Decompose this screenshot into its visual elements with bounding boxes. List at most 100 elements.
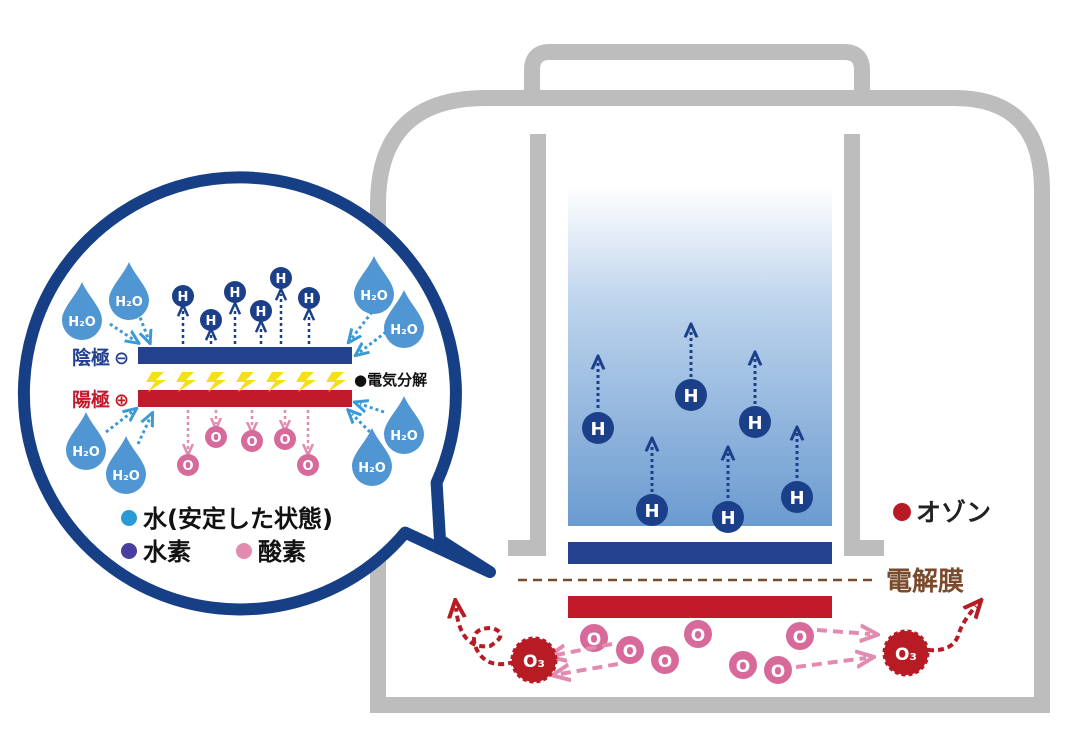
svg-text:O: O [279,433,290,448]
svg-text:O₃: O₃ [895,645,917,665]
water-drop: H₂O [109,262,149,320]
svg-text:H: H [256,305,267,320]
tank-h-atom: H [636,494,668,526]
callout-h-atom: H [200,309,222,331]
device-o-atom: O [762,654,794,686]
water-drop: H₂O [106,436,146,494]
electrolysis-sparks [146,372,346,392]
svg-text:H: H [747,413,762,434]
svg-text:H₂O: H₂O [360,289,388,304]
ozone-molecule-left: O₃ [510,636,558,684]
callout-cathode-plate [138,347,352,364]
svg-text:H: H [590,419,605,440]
svg-text:O₃: O₃ [523,652,545,672]
ozone-label: オゾン [916,498,991,527]
callout-o-atom: O [274,428,296,450]
ozone-legend: オゾン [893,498,991,527]
svg-text:H₂O: H₂O [115,295,143,310]
device-cathode-plate [568,542,832,564]
cathode-label: 陰極 [72,346,110,369]
device-o-atom: O [578,622,610,654]
water-drop: H₂O [66,412,106,470]
water-flow-arrows [105,311,387,445]
svg-text:O: O [658,652,672,672]
tank-h-atom: H [781,481,813,513]
svg-text:H: H [720,508,735,529]
svg-text:O: O [623,642,637,662]
svg-text:O: O [210,431,221,446]
water-drops: H₂O H₂O H₂O H₂O H₂O H₂O [62,256,424,494]
svg-text:O: O [182,459,193,474]
svg-text:O: O [691,626,705,646]
tank-h-atom: H [712,501,744,533]
membrane-label: 電解膜 [886,567,964,597]
svg-text:O: O [793,628,807,648]
callout-anode-plate [138,390,352,407]
legend-hydrogen-dot [121,543,137,559]
legend-oxygen-label: 酸素 [258,538,306,566]
svg-text:H₂O: H₂O [112,469,140,484]
ozone-flow-arrows [456,606,976,667]
svg-text:H₂O: H₂O [72,445,100,460]
device-o-atom: O [727,649,759,681]
device-handle [524,44,870,96]
water-drop: H₂O [384,290,424,348]
svg-text:H: H [789,488,804,509]
svg-text:H₂O: H₂O [68,315,96,330]
device-oxygen-group: O O O O O O O [578,618,816,686]
tank-hydrogen-group: H H H H H H [582,330,813,533]
device: 電解膜 H H H [370,44,1050,713]
device-o-atom: O [649,644,681,676]
svg-text:O: O [736,657,750,677]
svg-text:H: H [230,286,241,301]
tank-wall-left [508,134,546,556]
callout-h-arrows [183,294,309,344]
callout-hydrogen-group: H H H H H H [172,267,320,331]
svg-text:H₂O: H₂O [390,323,418,338]
device-o-atom: O [614,634,646,666]
water-drop: H₂O [384,396,424,454]
tank-wall-right [844,134,884,556]
legend-hydrogen-label: 水素 [143,538,191,566]
tank-h-atom: H [675,379,707,411]
callout-o-arrows [188,410,308,450]
callout-o-atom: O [177,454,199,476]
tank-h-atom: H [582,412,614,444]
callout-h-atom: H [270,267,292,289]
water-drop: H₂O [62,282,102,340]
callout-o-atom: O [241,430,263,452]
tank-h-up-arrows [598,330,797,498]
callout-legend: 水(安定した状態) 水素 酸素 [121,505,333,566]
callout-oxygen-group: O O O O O [177,426,319,476]
legend-oxygen-dot [236,543,252,559]
callout-h-atom: H [250,300,272,322]
ozone-molecule-right: O₃ [882,629,930,677]
device-o-atom: O [784,620,816,652]
electrolysis-label: ●電気分解 [354,371,427,389]
oxygen-flow-arrows [556,630,870,674]
callout-h-atom: H [224,281,246,303]
svg-text:H: H [206,314,217,329]
legend-water-dot [121,510,137,526]
svg-text:H₂O: H₂O [390,429,418,444]
water-drop: H₂O [352,428,392,486]
tank-h-atom: H [739,406,771,438]
anode-label: 陽極 [72,388,110,411]
svg-text:H: H [644,501,659,522]
water-drop: H₂O [354,256,394,314]
svg-text:H: H [276,272,287,287]
device-body [370,90,1050,713]
callout-bubble: 陰極 ⊖ 陽極 ⊕ ●電気分解 H₂O H₂O [17,171,496,616]
svg-text:H: H [683,386,698,407]
svg-text:O: O [246,435,257,450]
callout-o-atom: O [205,426,227,448]
svg-text:H: H [178,290,189,305]
svg-text:O: O [587,630,601,650]
callout-h-atom: H [298,287,320,309]
svg-text:O: O [302,459,313,474]
device-o-atom: O [682,618,714,650]
svg-text:H: H [304,292,315,307]
device-anode-plate [568,596,832,618]
callout-o-atom: O [297,454,319,476]
